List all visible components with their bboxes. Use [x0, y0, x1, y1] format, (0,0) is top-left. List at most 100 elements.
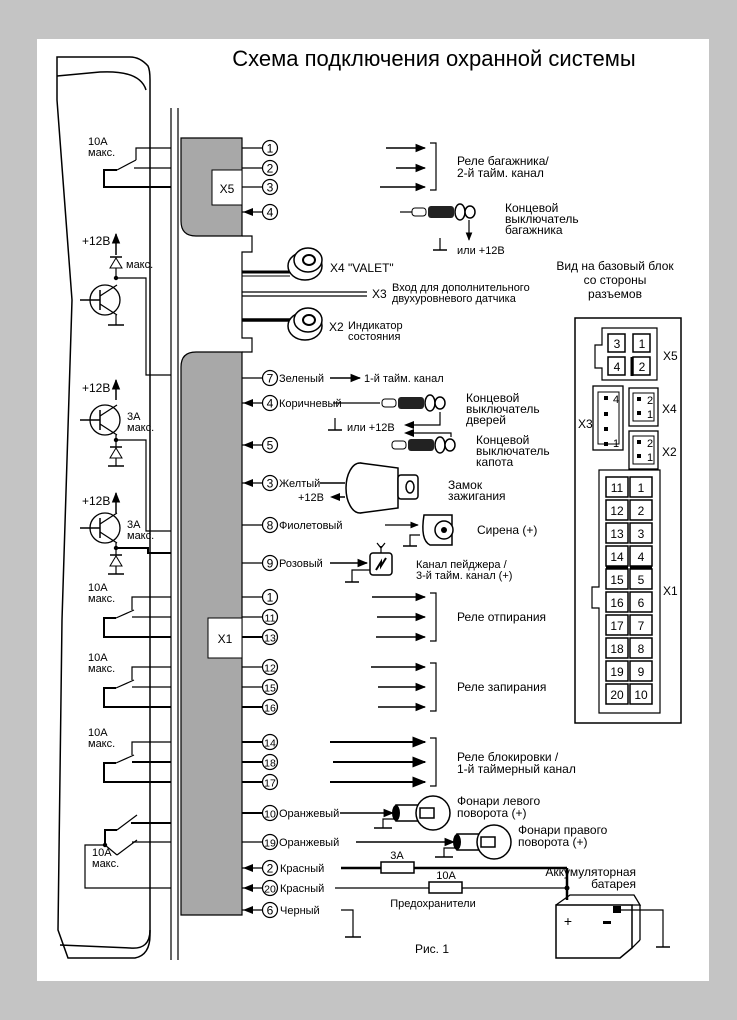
transistor-wire [116, 547, 171, 554]
x1-pin-number: 6 [638, 596, 645, 610]
x1-pin-cell [629, 660, 653, 682]
pager-label: Канал пейджера / [416, 559, 508, 571]
x1-pin-cell [629, 591, 653, 613]
pin-circle [261, 178, 279, 196]
plus-12v-label: +12В [82, 234, 110, 248]
pin-circle [261, 678, 279, 696]
arrow-icon [330, 493, 340, 501]
x1-pin-cell [605, 568, 629, 590]
transistor-rating-label: макс. [127, 530, 154, 542]
pin-circle [261, 588, 279, 606]
relay-rating-label: макс. [88, 593, 115, 605]
x2-description: Индикатор [348, 320, 403, 332]
pin-circle [261, 879, 279, 897]
relay-wire [131, 741, 171, 755]
base-view-caption: Вид на базовый блок [556, 259, 674, 273]
transistor-wire [116, 439, 171, 532]
pin-circle [261, 608, 279, 626]
x5-pin-cell [607, 356, 626, 376]
pin-circle [261, 733, 279, 751]
pin-number: 5 [267, 439, 274, 453]
transistor-rating-label: 3A [127, 411, 141, 423]
timer-channel-label: 1-й тайм. канал [364, 373, 444, 385]
relay-wire [131, 666, 171, 680]
pin-number: 11 [265, 613, 276, 625]
door-limit-switch-icon [381, 398, 397, 408]
x1-pin-number: 9 [638, 665, 645, 679]
x5-pin-cell [632, 333, 651, 353]
transistor-icon [99, 423, 118, 436]
x1-pin-number: 13 [610, 527, 624, 541]
relay-wire [135, 147, 171, 160]
x1-pin-number: 18 [610, 642, 624, 656]
door-limit-switch-icon [398, 397, 424, 409]
wire-color-label: Черный [280, 905, 320, 917]
pin-number: 14 [264, 738, 276, 750]
trunk-limit-switch-icon [464, 205, 476, 219]
valet-button-icon [302, 254, 316, 266]
figure-caption: Рис. 1 [415, 942, 449, 956]
arrow-icon [243, 864, 253, 872]
battery-minus-post [613, 906, 621, 913]
arrow-icon [243, 208, 253, 216]
lamp-ground [443, 847, 457, 857]
plus-12v-label: +12В [82, 381, 110, 395]
turn-lamp-icon [392, 805, 400, 821]
x1-label: X1 [218, 632, 233, 646]
transistor-icon [99, 531, 118, 544]
x2-view-label: X2 [662, 445, 677, 459]
door-switch-label: дверей [466, 413, 506, 427]
x4-pin-number: 1 [647, 409, 653, 421]
x5-pin-number: 2 [639, 360, 646, 374]
x4-pin [637, 397, 641, 401]
wire-color-label: Красный [280, 883, 324, 895]
x2-label: X2 [329, 320, 344, 334]
ignition-lock-icon [360, 463, 400, 513]
lights-relay-wire [104, 844, 118, 856]
relay-rating-label: 10A [88, 652, 108, 664]
x3-pin-number: 1 [613, 438, 619, 450]
relay-wire [103, 169, 171, 188]
pin-number: 2 [267, 862, 274, 876]
battery-icon [631, 939, 641, 949]
pin-circle [261, 901, 279, 919]
plus-12v-label: +12В [82, 494, 110, 508]
trunk-limit-switch-icon [454, 203, 466, 221]
x1-pin-number: 2 [638, 504, 645, 518]
x1-pin-number: 14 [610, 550, 624, 564]
relay-bracket [430, 737, 437, 787]
fuse-3a-label: 3A [390, 850, 404, 862]
x1-label-box [207, 617, 243, 659]
fuse-10a-label: 10A [436, 870, 456, 882]
diode-icon [109, 257, 123, 269]
pager-icon [375, 557, 387, 571]
ignition-key-icon [405, 480, 415, 494]
door-ground-or-label: или +12В [347, 422, 395, 434]
trunk-switch-label: Концевой [505, 201, 558, 215]
x5-label: X5 [220, 182, 235, 196]
middle-connector-outline [241, 235, 253, 353]
pin-circle [261, 369, 279, 387]
battery-icon [555, 894, 642, 906]
x3-pin [604, 442, 608, 446]
x3-description: двухуровневого датчика [392, 293, 517, 305]
hood-switch-label: капота [476, 455, 513, 469]
pin-number: 7 [267, 372, 274, 386]
pin-number: 17 [264, 778, 276, 790]
relay-group-label: Реле запирания [457, 680, 546, 694]
wire-color-label: Оранжевый [279, 808, 339, 820]
trunk-switch-label: багажника [505, 223, 563, 237]
ignition-label: зажигания [448, 489, 506, 503]
pin-number: 1 [267, 591, 274, 605]
x1-pin-number: 16 [610, 596, 624, 610]
battery-label: Аккумуляторная [545, 865, 636, 879]
relay-switch-icon [115, 609, 135, 619]
hood-limit-switch-icon [434, 436, 446, 454]
pin-circle [261, 436, 279, 454]
turn-lights-label: Фонари правого [518, 823, 608, 837]
x1-pin-number: 17 [610, 619, 624, 633]
pin-number: 9 [267, 557, 274, 571]
x3-description: Вход для дополнительного [392, 282, 530, 294]
pin-circle [261, 658, 279, 676]
